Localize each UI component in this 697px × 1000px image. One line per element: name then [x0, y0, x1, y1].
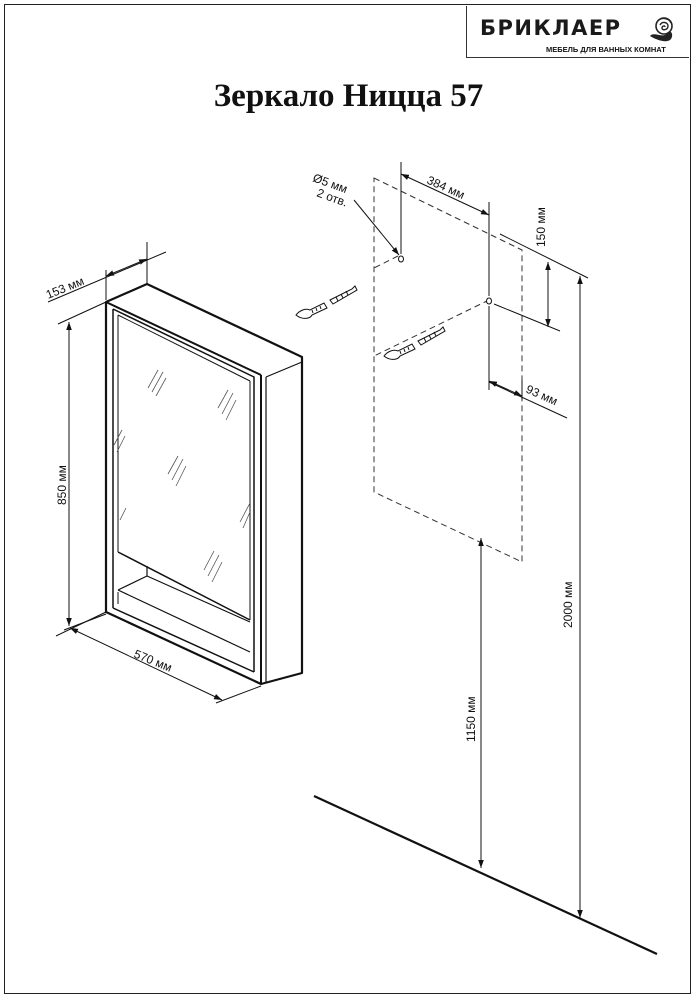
- dim-bottom-height-label: 1150 мм: [464, 696, 478, 742]
- page-title: Зеркало Ницца 57: [213, 78, 484, 114]
- mounting-holes: [398, 255, 492, 305]
- mounting-hole-right: [486, 297, 492, 305]
- dim-hole-top-offset: [493, 233, 589, 332]
- sheet-border: [4, 4, 691, 994]
- dim-hole-spacing: [400, 162, 490, 296]
- mirror-cabinet: [104, 282, 304, 686]
- dim-hole-side-offset-label: 93 мм: [524, 382, 560, 408]
- floor-line: [313, 795, 658, 955]
- dim-hole-leader: [353, 199, 400, 256]
- dim-width-label: 570 мм: [132, 647, 174, 675]
- dim-height-label: 850 мм: [55, 465, 69, 505]
- dim-hole-spacing-label: 384 мм: [425, 173, 467, 202]
- dim-width: [63, 613, 262, 704]
- dim-hole-side-offset: [488, 306, 568, 419]
- mirror-glass-hatching: [113, 369, 251, 583]
- screw-dowel-bottom: [383, 326, 446, 360]
- brand-tagline: МЕБЕЛЬ ДЛЯ ВАННЫХ КОМНАТ: [546, 45, 666, 54]
- dim-depth: [47, 242, 167, 303]
- rose-icon: [650, 17, 673, 42]
- screw-dowel-top: [295, 285, 358, 319]
- brand-name: БРИКЛАЕР: [480, 16, 622, 40]
- dim-depth-label: 153 мм: [44, 274, 86, 302]
- dim-mount-height-label: 2000 мм: [561, 581, 575, 628]
- logo-frame: [466, 6, 689, 58]
- mounting-hole-left: [398, 255, 404, 263]
- dim-hole-top-offset-label: 150 мм: [534, 207, 548, 247]
- mounting-outline: [373, 177, 523, 563]
